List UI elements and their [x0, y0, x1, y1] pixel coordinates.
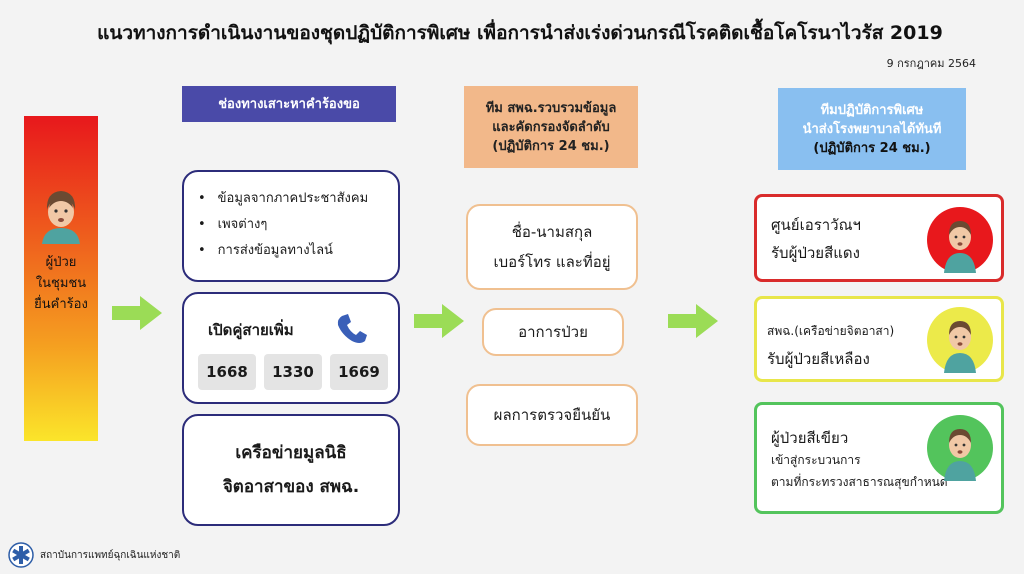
date-label: 9 กรกฎาคม 2564 — [886, 57, 976, 70]
hotline-label: เปิดคู่สายเพิ่ม — [208, 321, 294, 339]
red-patient-icon — [927, 207, 993, 273]
red-line: ศูนย์เอราวัณฯ — [771, 216, 861, 234]
patient-line: ยื่นคำร้อง — [34, 297, 88, 312]
sources-box: ข้อมูลจากภาคประชาสังคม เพจต่างๆ การส่งข้… — [182, 170, 400, 282]
special-team-header: ทีมปฏิบัติการพิเศษ นำส่งโรงพยาบาลได้ทันท… — [778, 88, 966, 170]
hotline-number: 1669 — [330, 354, 388, 390]
patient-line: ผู้ป่วย — [45, 255, 77, 270]
screening-line: ผลการตรวจยืนยัน — [493, 406, 611, 424]
network-line: เครือข่ายมูลนิธิ — [235, 443, 347, 463]
arrow-right-icon — [668, 304, 718, 338]
star-of-life-icon — [8, 542, 34, 568]
arrow-right-icon — [112, 296, 162, 330]
hotline-number: 1330 — [264, 354, 322, 390]
patient-bar: ผู้ป่วย ในชุมชน ยื่นคำร้อง — [24, 116, 98, 441]
screening-line: เบอร์โทร และที่อยู่ — [493, 253, 611, 271]
green-line: ผู้ป่วยสีเขียว — [771, 429, 849, 447]
list-item: ข้อมูลจากภาคประชาสังคม — [198, 186, 398, 212]
list-item: การส่งข้อมูลทางไลน์ — [198, 238, 398, 264]
green-line: ตามที่กระทรวงสาธารณสุขกำหนด — [771, 475, 948, 489]
red-line: รับผู้ป่วยสีแดง — [771, 244, 860, 262]
screening-header-line: ทีม สพฉ.รวบรวมข้อมูล — [485, 100, 617, 116]
sick-person-icon — [42, 191, 80, 244]
yellow-line: สพฉ.(เครือข่ายจิตอาสา) — [767, 324, 895, 338]
network-box: เครือข่ายมูลนิธิ จิตอาสาของ สพฉ. — [182, 414, 400, 526]
special-team-header-line: นำส่งโรงพยาบาลได้ทันที — [802, 121, 942, 137]
special-team-header-line: (ปฏิบัติการ 24 ชม.) — [813, 140, 931, 156]
green-patient-box: ผู้ป่วยสีเขียว เข้าสู่กระบวนการ ตามที่กร… — [754, 402, 1004, 514]
screening-item-contact: ชื่อ-นามสกุล เบอร์โทร และที่อยู่ — [466, 204, 638, 290]
yellow-line: รับผู้ป่วยสีเหลือง — [767, 350, 870, 368]
green-line: เข้าสู่กระบวนการ — [771, 453, 861, 467]
red-patient-box: ศูนย์เอราวัณฯ รับผู้ป่วยสีแดง — [754, 194, 1004, 282]
page-title: แนวทางการดำเนินงานของชุดปฏิบัติการพิเศษ … — [97, 22, 943, 44]
phone-icon — [337, 314, 367, 343]
yellow-patient-box: สพฉ.(เครือข่ายจิตอาสา) รับผู้ป่วยสีเหลือ… — [754, 296, 1004, 382]
network-line: จิตอาสาของ สพฉ. — [222, 477, 360, 497]
screening-line: อาการป่วย — [518, 323, 588, 341]
patient-line: ในชุมชน — [35, 276, 87, 291]
screening-header: ทีม สพฉ.รวบรวมข้อมูล และคัดกรองจัดลำดับ … — [464, 86, 638, 168]
screening-header-line: (ปฏิบัติการ 24 ชม.) — [492, 138, 610, 154]
list-item: เพจต่างๆ — [198, 212, 398, 238]
arrow-right-icon — [414, 304, 464, 338]
yellow-patient-icon — [927, 307, 993, 373]
special-team-header-line: ทีมปฏิบัติการพิเศษ — [820, 102, 924, 118]
sources-list: ข้อมูลจากภาคประชาสังคม เพจต่างๆ การส่งข้… — [198, 186, 398, 264]
footer: สถาบันการแพทย์ฉุกเฉินแห่งชาติ — [8, 542, 180, 568]
screening-item-results: ผลการตรวจยืนยัน — [466, 384, 638, 446]
hotline-number: 1668 — [198, 354, 256, 390]
screening-item-symptoms: อาการป่วย — [482, 308, 624, 356]
screening-line: ชื่อ-นามสกุล — [511, 223, 593, 241]
patient-text: ผู้ป่วย ในชุมชน ยื่นคำร้อง — [34, 252, 88, 315]
green-patient-icon — [927, 415, 993, 481]
footer-org-name: สถาบันการแพทย์ฉุกเฉินแห่งชาติ — [40, 549, 181, 561]
hotline-box: เปิดคู่สายเพิ่ม 1668 1330 1669 — [182, 292, 400, 404]
screening-header-line: และคัดกรองจัดลำดับ — [492, 119, 610, 135]
channels-header: ช่องทางเสาะหาคำร้องขอ — [182, 86, 396, 122]
